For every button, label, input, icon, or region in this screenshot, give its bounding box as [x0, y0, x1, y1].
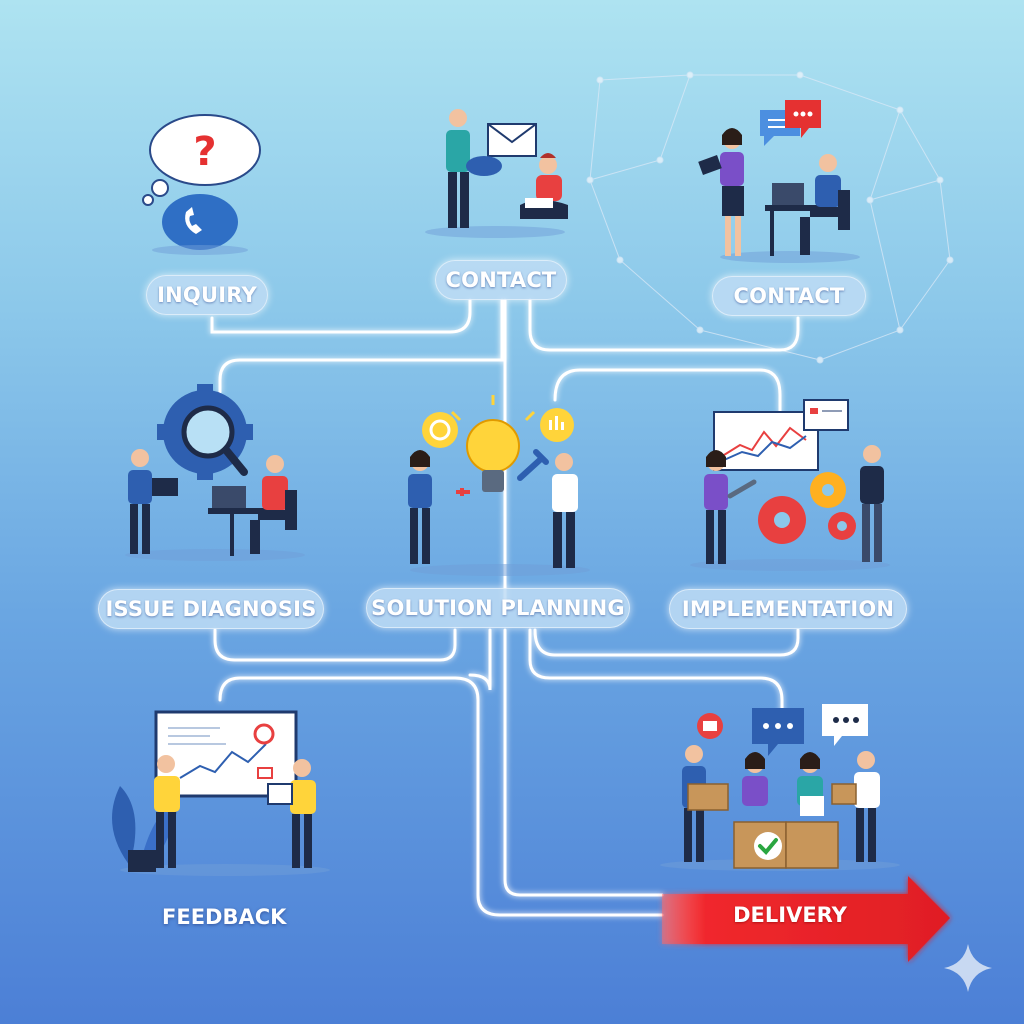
stage-delivery: DELIVERY — [720, 903, 860, 927]
solution-planning-illustration — [408, 395, 590, 576]
stage-label: CONTACT — [733, 284, 845, 308]
stage-label: IMPLEMENTATION — [681, 597, 895, 621]
issue-diagnosis-illustration — [125, 384, 305, 561]
sparkle-icon — [944, 944, 992, 992]
stage-contact-2: CONTACT — [712, 276, 866, 316]
implementation-illustration — [690, 399, 890, 571]
stage-label: SOLUTION PLANNING — [371, 596, 625, 620]
stage-inquiry: INQUIRY — [146, 275, 268, 315]
delivery-arrow — [662, 876, 950, 962]
contact-illustration-2 — [698, 100, 860, 263]
stage-label: INQUIRY — [157, 283, 257, 307]
stage-solution-planning: SOLUTION PLANNING — [366, 588, 630, 628]
stage-implementation: IMPLEMENTATION — [669, 589, 907, 629]
stage-issue-diagnosis: ISSUE DIAGNOSIS — [98, 589, 324, 629]
svg-text:?: ? — [193, 129, 216, 175]
contact-illustration-1 — [425, 109, 568, 238]
stage-contact-1: CONTACT — [435, 260, 567, 300]
stage-feedback: FEEDBACK — [162, 905, 286, 929]
stage-label: ISSUE DIAGNOSIS — [105, 597, 317, 621]
stage-label: FEEDBACK — [162, 905, 287, 929]
stage-label: DELIVERY — [733, 903, 847, 927]
feedback-illustration — [112, 710, 330, 876]
connector-lines — [210, 298, 800, 917]
stage-label: CONTACT — [445, 268, 557, 292]
network-background — [586, 71, 954, 364]
delivery-illustration — [660, 704, 900, 871]
inquiry-illustration: ? — [142, 114, 261, 255]
